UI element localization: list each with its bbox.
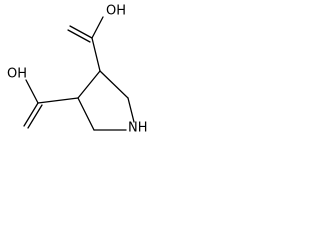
- double-bond-carbonyl-top-b: [67, 29, 91, 43]
- hydroxyl-label-top: OH: [106, 4, 126, 19]
- bond-carboxyl-oh-top: [91, 16, 104, 39]
- ring-bond-c2-c3: [99, 70, 129, 99]
- ring-bond-n1-c2: [127, 97, 135, 123]
- bond-carboxyl-oh-left: [25, 79, 39, 104]
- ring-bond-c4-c5: [77, 97, 95, 131]
- molecule-canvas: OH OH NH: [0, 0, 156, 149]
- double-bond-carbonyl-left-b: [27, 104, 43, 129]
- amine-nh-label: NH: [128, 121, 148, 136]
- pyrrolidine-dicarboxylic-acid-structure: OH OH NH: [7, 4, 148, 136]
- ring-bond-c3-c4: [77, 70, 101, 99]
- bond-c3-carboxyl-carbon: [91, 37, 101, 72]
- hydroxyl-label-left: OH: [7, 67, 27, 82]
- bond-c4-carboxyl-carbon: [37, 97, 79, 104]
- double-bond-carbonyl-left-a: [23, 102, 39, 127]
- double-bond-carbonyl-top-a: [69, 25, 93, 39]
